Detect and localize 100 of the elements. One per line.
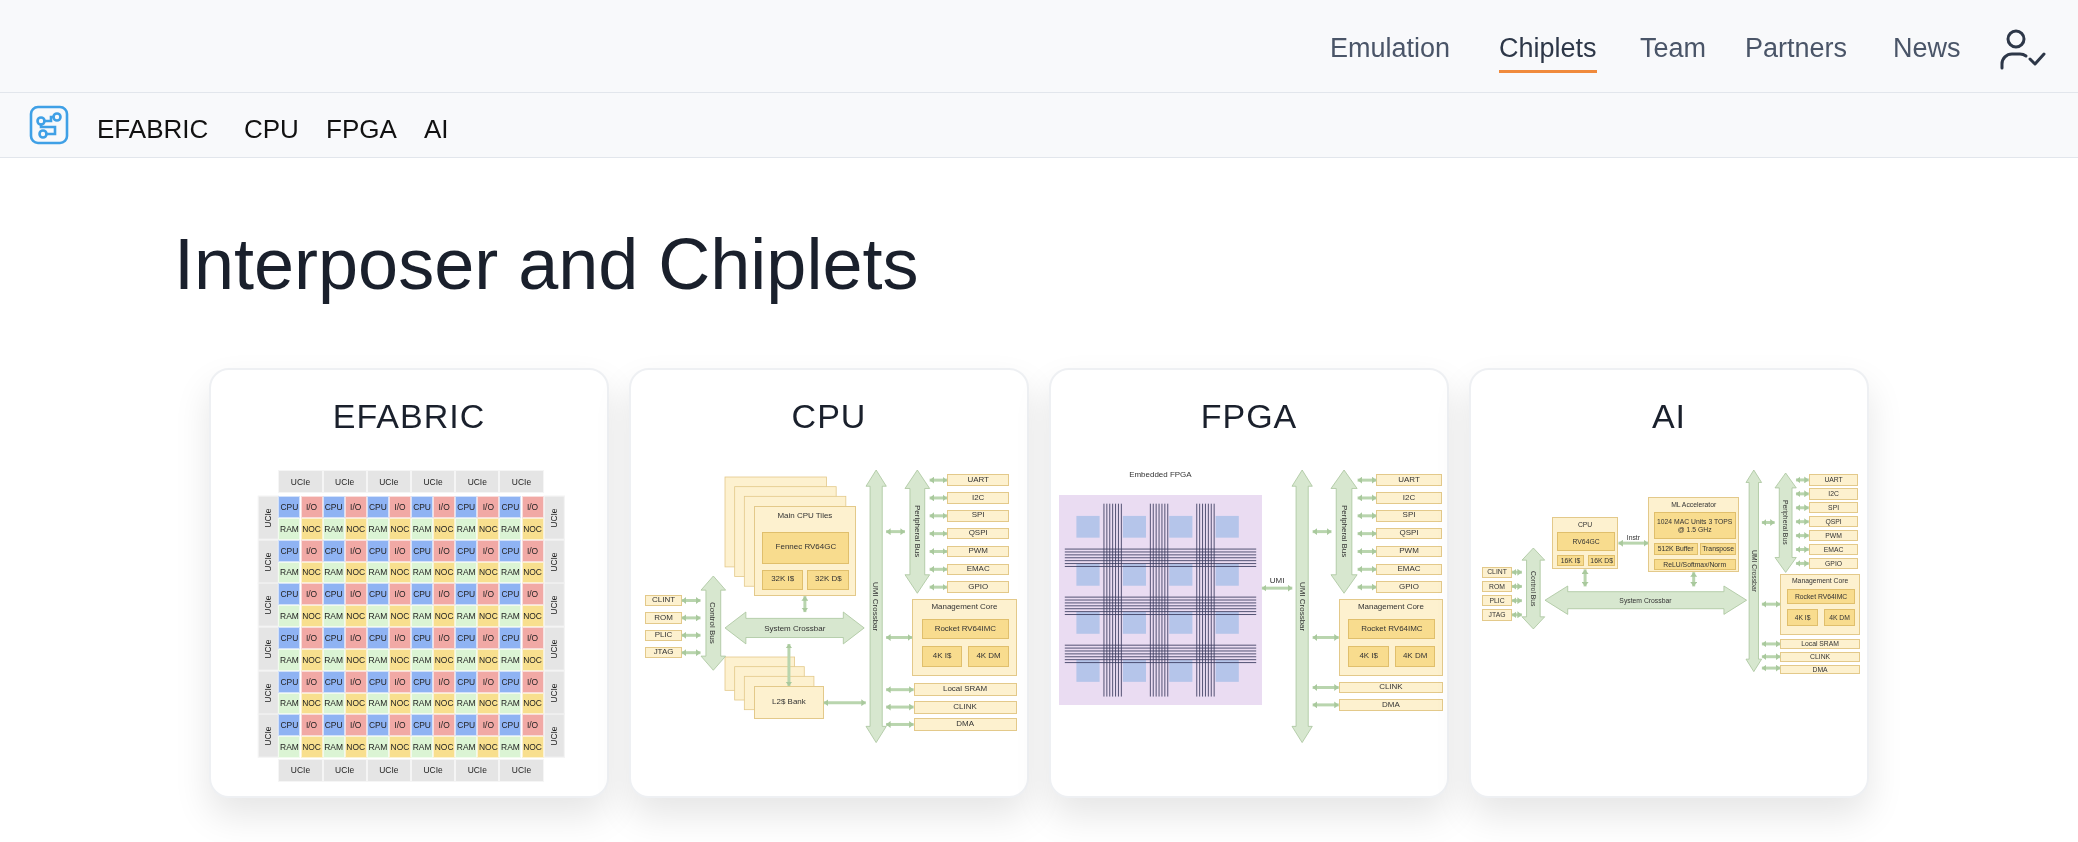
grid-cell: I/O [433, 714, 456, 737]
grid-cell: NOC [300, 561, 323, 584]
grid-cell: I/O [388, 714, 411, 737]
grid-cell: CPU [278, 583, 301, 606]
double-arrow [886, 686, 914, 694]
grid-cell: RAM [455, 648, 478, 671]
grid-cell: NOC [433, 561, 456, 584]
grid-cell: CPU [366, 714, 389, 737]
chiplet-card [629, 368, 1029, 798]
grid-cell: CPU [455, 670, 478, 693]
double-arrow [1581, 569, 1589, 587]
grid-cell: UCIe [499, 470, 544, 494]
double-arrow [1795, 504, 1809, 512]
grid-cell: CPU [278, 539, 301, 562]
grid-cell: UCIe [366, 758, 411, 782]
grid-cell: CPU [366, 627, 389, 649]
module-group [1780, 573, 1860, 635]
grid-cell: CPU [499, 539, 522, 562]
grid-cell: I/O [521, 670, 544, 693]
grid-cell: NOC [521, 517, 544, 540]
grid-cell: I/O [344, 496, 367, 518]
grid-cell: CPU [455, 714, 478, 737]
grid-cell: UCIe [257, 627, 279, 671]
grid-cell: UCIe [322, 758, 367, 782]
grid-cell: NOC [521, 692, 544, 715]
grid-cell: CPU [322, 496, 345, 518]
grid-cell: I/O [433, 627, 456, 649]
grid-cell: CPU [322, 714, 345, 737]
double-arrow [929, 512, 947, 520]
grid-cell: CPU [411, 583, 434, 606]
grid-cell: I/O [477, 583, 500, 606]
grid-cell: UCIe [278, 470, 323, 494]
grid-cell: RAM [499, 561, 522, 584]
double-arrow [886, 528, 905, 536]
double-arrow [1357, 512, 1377, 520]
grid-cell: CPU [455, 539, 478, 562]
grid-cell: I/O [344, 627, 367, 649]
grid-cell: NOC [521, 605, 544, 627]
nav-link: Partners [1745, 32, 1848, 64]
grid-cell: I/O [300, 670, 323, 693]
double-arrow [681, 597, 701, 604]
double-arrow [1357, 565, 1377, 573]
grid-cell: UCIe [257, 714, 279, 759]
grid-cell: UCIe [543, 583, 565, 628]
grid-cell: CPU [278, 496, 301, 518]
grid-cell: RAM [278, 692, 301, 715]
grid-cell: CPU [499, 583, 522, 606]
grid-cell: RAM [455, 517, 478, 540]
double-arrow [1357, 530, 1377, 538]
page-title: Interposer and Chiplets [174, 223, 919, 306]
grid-cell: UCIe [257, 670, 279, 715]
nav-link: Chiplets [1499, 32, 1597, 73]
grid-cell: CPU [499, 496, 522, 518]
grid-cell: I/O [433, 583, 456, 606]
grid-cell: NOC [388, 605, 411, 627]
grid-cell: UCIe [543, 714, 565, 759]
grid-cell: I/O [300, 714, 323, 737]
grid-cell: NOC [388, 736, 411, 759]
grid-cell: CPU [366, 583, 389, 606]
grid-cell: I/O [388, 496, 411, 518]
grid-cell: UCIe [411, 470, 456, 494]
subnav-link: FPGA [326, 113, 397, 145]
grid-cell: I/O [477, 496, 500, 518]
grid-cell: RAM [499, 736, 522, 759]
grid-cell: NOC [300, 736, 323, 759]
double-arrow [886, 703, 914, 711]
grid-cell: NOC [433, 517, 456, 540]
grid-cell: CPU [366, 496, 389, 518]
double-arrow [1795, 518, 1809, 526]
grid-cell: RAM [455, 561, 478, 584]
grid-cell: UCIe [278, 758, 323, 782]
double-arrow [1357, 494, 1377, 502]
double-arrow [785, 644, 793, 687]
grid-cell: I/O [521, 627, 544, 649]
grid-cell: RAM [278, 648, 301, 671]
grid-cell: NOC [521, 736, 544, 759]
double-arrow [929, 583, 947, 591]
subnav-link: CPU [244, 113, 299, 145]
grid-cell: I/O [388, 627, 411, 649]
grid-cell: RAM [366, 736, 389, 759]
grid-cell: CPU [278, 714, 301, 737]
grid-cell: UCIe [411, 758, 456, 782]
grid-cell: NOC [433, 692, 456, 715]
grid-cell: RAM [499, 605, 522, 627]
grid-cell: RAM [455, 692, 478, 715]
grid-cell: I/O [521, 496, 544, 518]
grid-cell: RAM [499, 692, 522, 715]
grid-cell: CPU [322, 583, 345, 606]
nav-link: Emulation [1330, 32, 1451, 64]
double-arrow [929, 530, 947, 538]
grid-cell: RAM [278, 561, 301, 584]
double-arrow [1357, 476, 1377, 484]
grid-cell: I/O [477, 627, 500, 649]
grid-cell: CPU [455, 627, 478, 649]
grid-cell: I/O [477, 539, 500, 562]
grid-cell: RAM [411, 648, 434, 671]
double-arrow [929, 565, 947, 573]
grid-cell: RAM [322, 605, 345, 627]
grid-cell: RAM [278, 517, 301, 540]
double-arrow [1795, 546, 1809, 553]
